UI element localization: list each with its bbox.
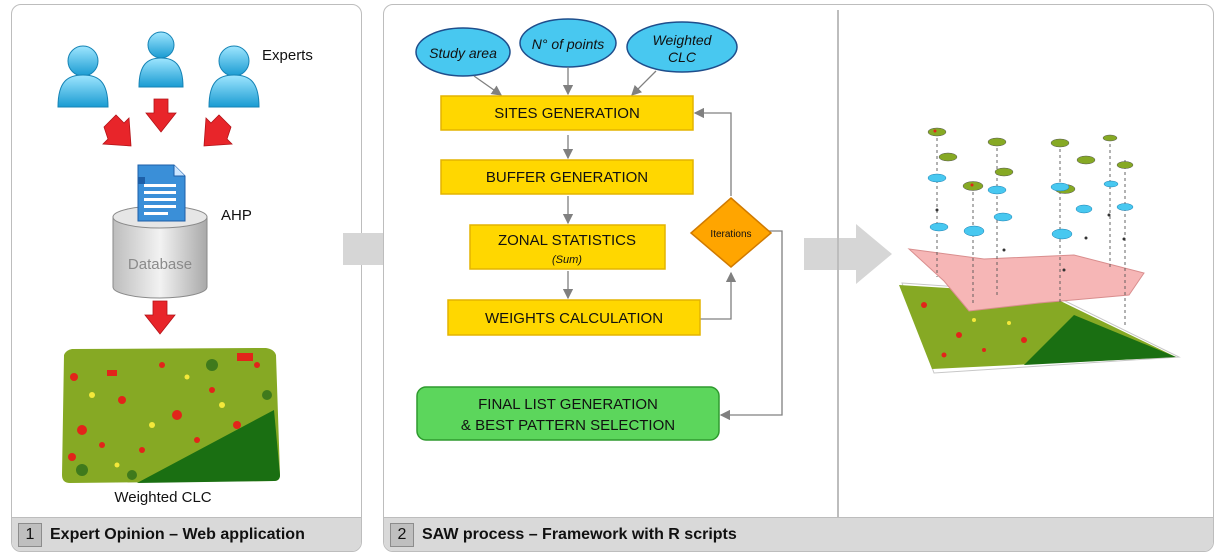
buffer-generation-label: BUFFER GENERATION	[486, 169, 648, 186]
document-icon	[137, 164, 186, 222]
panel-2-footer: 2 SAW process – Framework with R scripts	[384, 517, 1213, 551]
buffer-generation-box: BUFFER GENERATION	[440, 159, 694, 195]
saw-process-diagram: Study area N° of points Weighted CLC SIT	[415, 18, 1181, 441]
step-number: 2	[390, 522, 414, 547]
panel-1-title: Expert Opinion – Web application	[50, 525, 305, 543]
expert-opinion-panel: Experts Database AHP	[11, 4, 362, 552]
input-clc-label: CLC	[668, 49, 697, 65]
step-number: 1	[18, 522, 42, 547]
weighted-clc-label: Weighted CLC	[114, 489, 211, 506]
result-3d-visualization	[899, 127, 1181, 374]
input-number-of-points: N° of points	[519, 18, 617, 68]
iterations-decision: Iterations	[689, 197, 773, 268]
expert-person-icon	[208, 45, 260, 108]
input-weighted-clc: Weighted CLC	[626, 21, 738, 73]
panel-2-title: SAW process – Framework with R scripts	[422, 525, 737, 543]
expert-person-icon	[57, 45, 109, 108]
input-weighted-label: Weighted	[653, 32, 713, 48]
transition-arrow-icon	[804, 224, 892, 284]
sites-generation-label: SITES GENERATION	[494, 105, 640, 122]
red-arrow-icon	[203, 114, 233, 147]
zonal-statistics-label: ZONAL STATISTICS	[498, 232, 636, 249]
section-divider	[837, 10, 839, 523]
red-arrow-icon	[145, 98, 177, 133]
input-study-area: Study area	[415, 27, 511, 77]
saw-process-panel: Study area N° of points Weighted CLC SIT	[383, 4, 1214, 552]
zonal-statistics-box: ZONAL STATISTICS (Sum)	[469, 224, 666, 270]
experts-label: Experts	[262, 47, 313, 64]
weights-calculation-label: WEIGHTS CALCULATION	[485, 310, 663, 327]
weighted-clc-map	[62, 348, 280, 483]
input-number-of-points-label: N° of points	[532, 36, 605, 52]
database-label: Database	[128, 256, 192, 273]
expert-person-icon	[138, 31, 184, 88]
final-list-box: FINAL LIST GENERATION & BEST PATTERN SEL…	[416, 386, 720, 441]
expert-opinion-diagram: Experts Database AHP	[57, 31, 313, 506]
red-arrow-icon	[144, 300, 176, 335]
ahp-label: AHP	[221, 207, 252, 224]
zonal-sum-label: (Sum)	[552, 254, 582, 266]
final-list-line2: & BEST PATTERN SELECTION	[461, 417, 675, 434]
sites-generation-box: SITES GENERATION	[440, 95, 694, 131]
weights-calculation-box: WEIGHTS CALCULATION	[447, 299, 701, 336]
final-list-line1: FINAL LIST GENERATION	[478, 396, 658, 413]
input-study-area-label: Study area	[429, 45, 497, 61]
iterations-label: Iterations	[710, 229, 751, 240]
panel-1-footer: 1 Expert Opinion – Web application	[12, 517, 361, 551]
red-arrow-icon	[102, 114, 132, 147]
